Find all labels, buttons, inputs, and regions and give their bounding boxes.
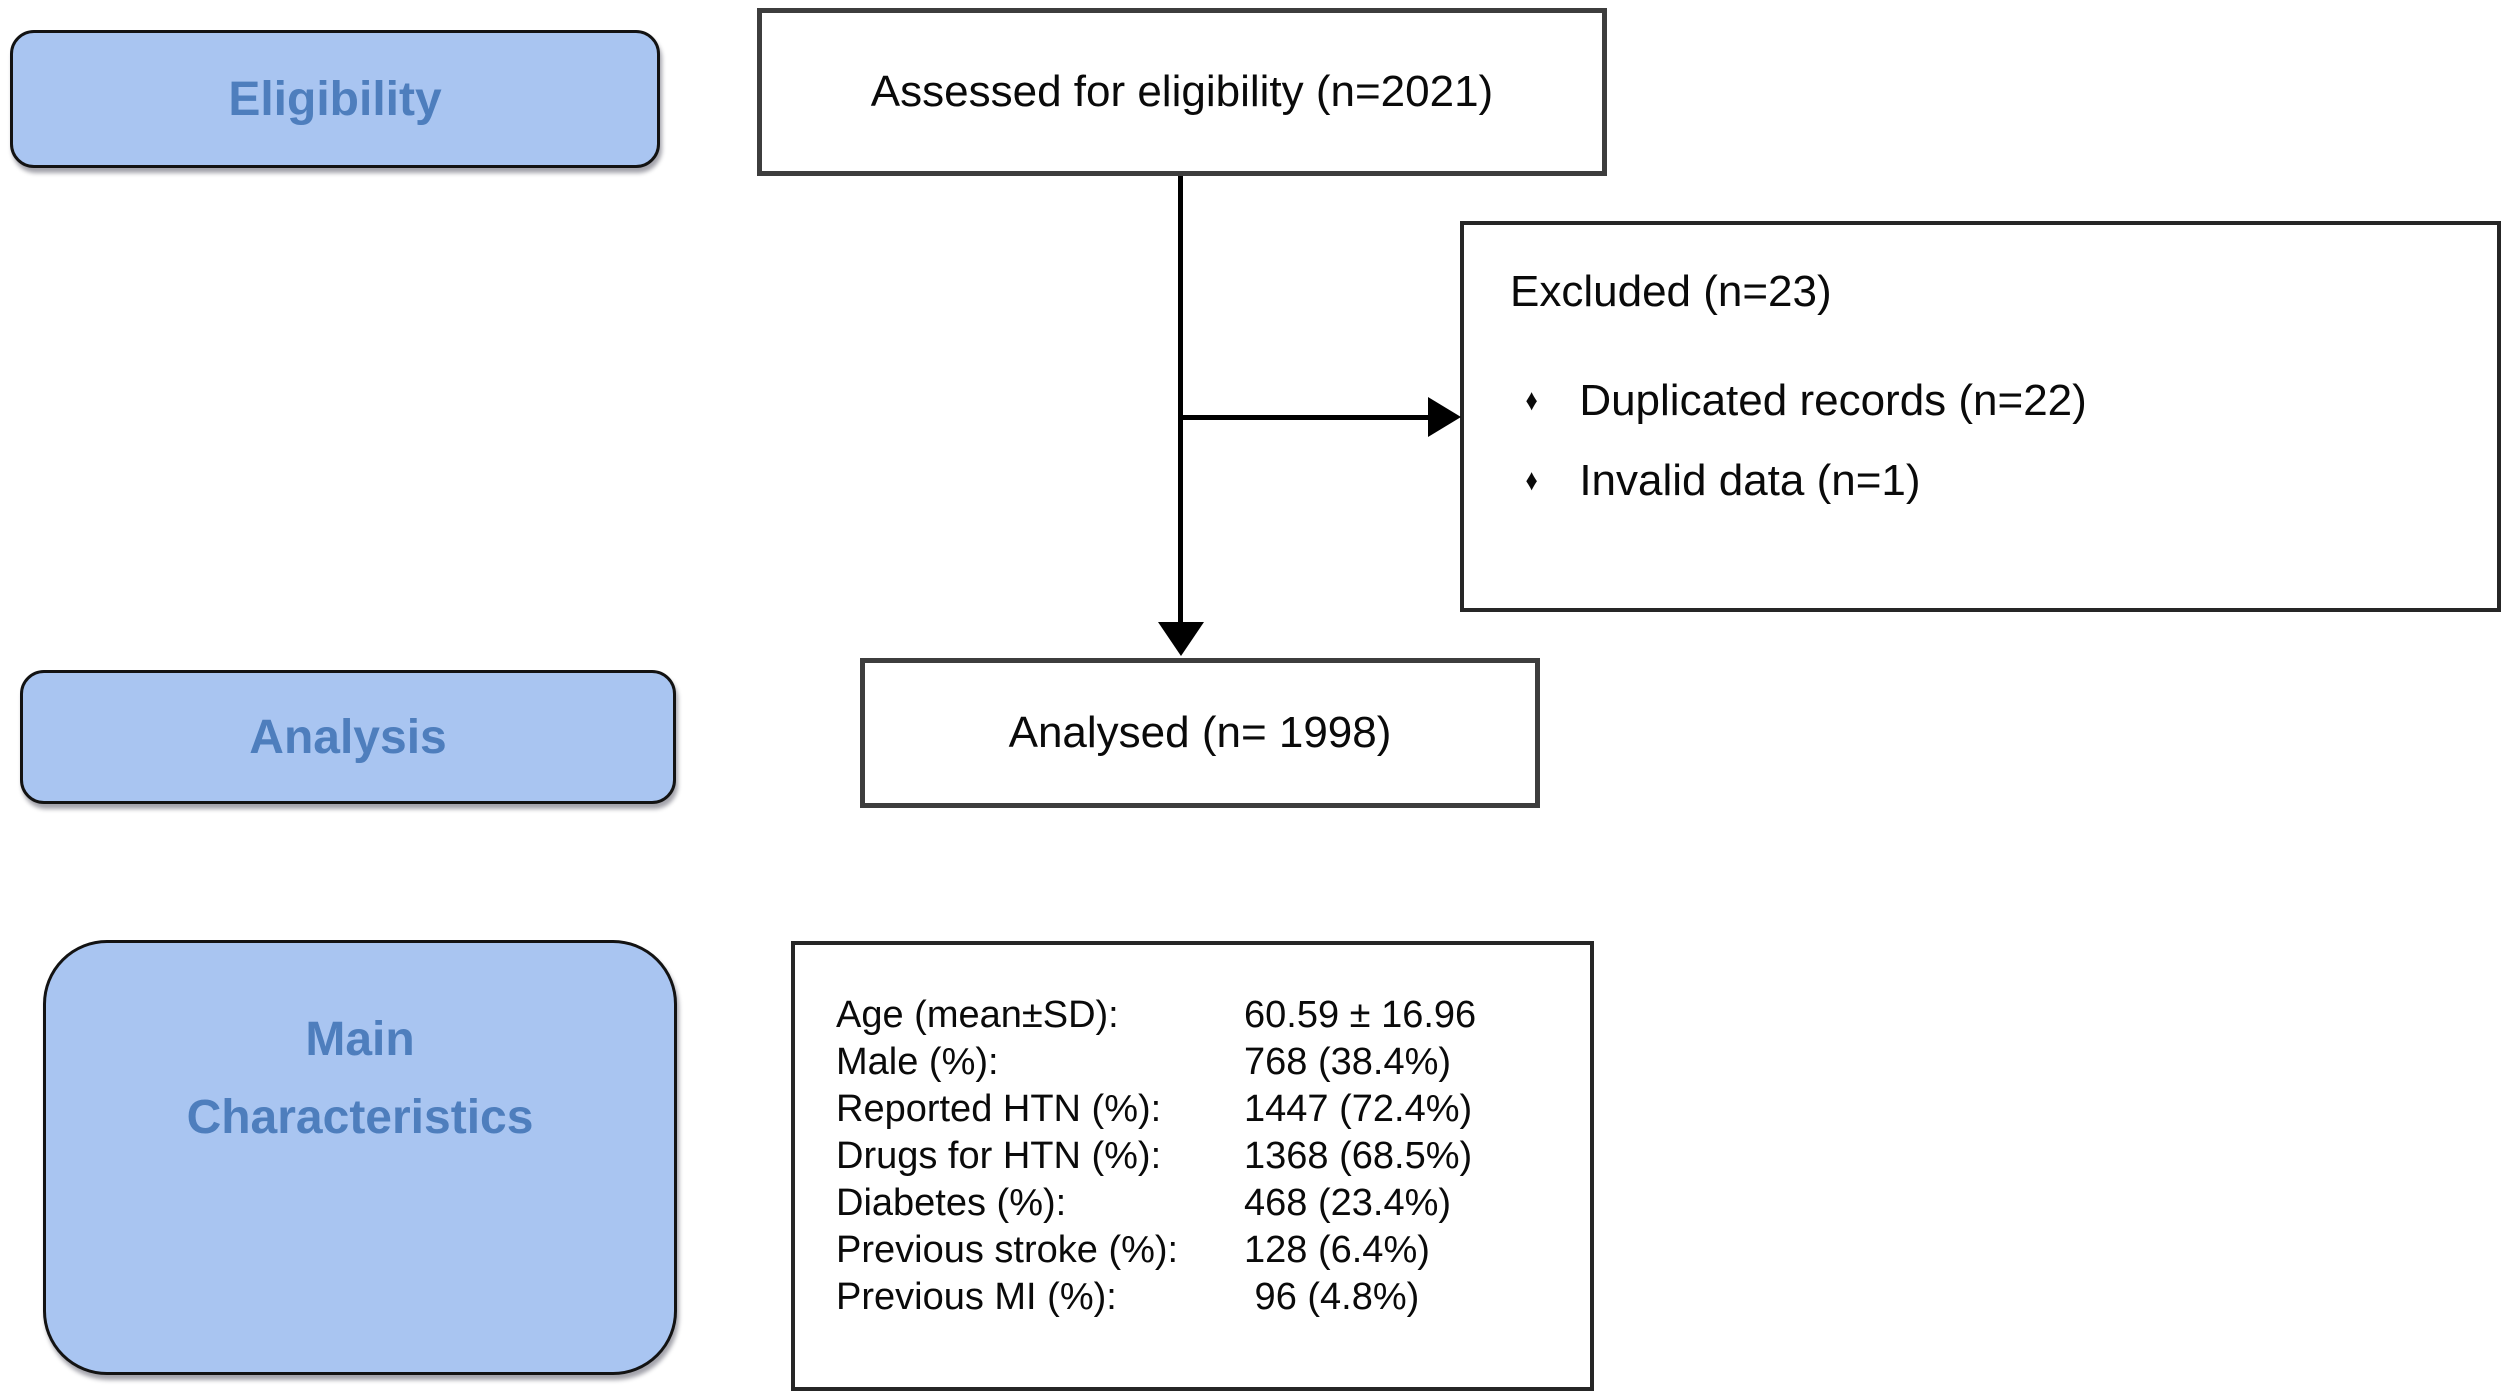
characteristic-row: Previous MI (%): 96 (4.8%) — [836, 1274, 1574, 1321]
diamond-bullet-icon: ♦ — [1525, 383, 1538, 417]
characteristic-value: 128 (6.4%) — [1244, 1229, 1430, 1271]
stage-box-main-characteristics: Main Characteristics — [43, 940, 677, 1375]
characteristic-label: Male (%): — [836, 1041, 999, 1083]
characteristic-row: Reported HTN (%): 1447 (72.4%) — [836, 1086, 1574, 1133]
characteristic-row: Age (mean±SD): 60.59 ± 16.96 — [836, 992, 1574, 1039]
arrowhead-right-icon — [1428, 397, 1461, 437]
characteristic-label: Drugs for HTN (%): — [836, 1135, 1162, 1177]
main-characteristics-panel: Age (mean±SD): 60.59 ± 16.96 Male (%): 7… — [791, 941, 1594, 1391]
analysed-text: Analysed (n= 1998) — [1008, 708, 1392, 757]
stage-box-analysis: Analysis — [20, 670, 676, 804]
characteristic-row: Drugs for HTN (%): 1368 (68.5%) — [836, 1133, 1574, 1180]
characteristic-label: Reported HTN (%): — [836, 1088, 1162, 1130]
stage-label-main-line2: Characteristics — [186, 1090, 534, 1144]
connector-horizontal-line — [1178, 415, 1430, 420]
stage-label-analysis: Analysis — [249, 710, 447, 764]
characteristic-row: Previous stroke (%): 128 (6.4%) — [836, 1227, 1574, 1274]
stage-label-eligibility: Eligibility — [228, 72, 442, 126]
characteristic-label: Previous MI (%): — [836, 1276, 1117, 1318]
characteristic-row: Diabetes (%): 468 (23.4%) — [836, 1180, 1574, 1227]
assessed-text: Assessed for eligibility (n=2021) — [870, 67, 1494, 116]
arrowhead-down-icon — [1158, 622, 1204, 656]
stage-label-main-line1: Main — [305, 1013, 415, 1066]
characteristic-value: 468 (23.4%) — [1244, 1182, 1452, 1224]
excluded-item: ♦ Invalid data (n=1) — [1524, 456, 2467, 507]
characteristic-value: 1447 (72.4%) — [1244, 1088, 1473, 1130]
stage-box-eligibility: Eligibility — [10, 30, 660, 168]
excluded-box: Excluded (n=23) ♦ Duplicated records (n=… — [1460, 221, 2501, 612]
excluded-item-text: Duplicated records (n=22) — [1579, 375, 2087, 425]
connector-vertical-line — [1178, 176, 1183, 624]
characteristic-value: 96 (4.8%) — [1244, 1276, 1420, 1318]
characteristic-value: 1368 (68.5%) — [1244, 1135, 1473, 1177]
excluded-item-text: Invalid data (n=1) — [1579, 456, 1921, 506]
characteristic-value: 60.59 ± 16.96 — [1244, 994, 1477, 1036]
characteristic-value: 768 (38.4%) — [1244, 1041, 1452, 1083]
characteristic-label: Previous stroke (%): — [836, 1229, 1179, 1271]
characteristic-label: Age (mean±SD): — [836, 994, 1119, 1036]
characteristic-label: Diabetes (%): — [836, 1182, 1067, 1224]
analysed-box: Analysed (n= 1998) — [860, 658, 1540, 808]
excluded-item: ♦ Duplicated records (n=22) — [1524, 376, 2467, 427]
assessed-for-eligibility-box: Assessed for eligibility (n=2021) — [757, 8, 1607, 176]
characteristic-row: Male (%): 768 (38.4%) — [836, 1039, 1574, 1086]
diamond-bullet-icon: ♦ — [1525, 464, 1538, 498]
excluded-title: Excluded (n=23) — [1510, 267, 1832, 316]
